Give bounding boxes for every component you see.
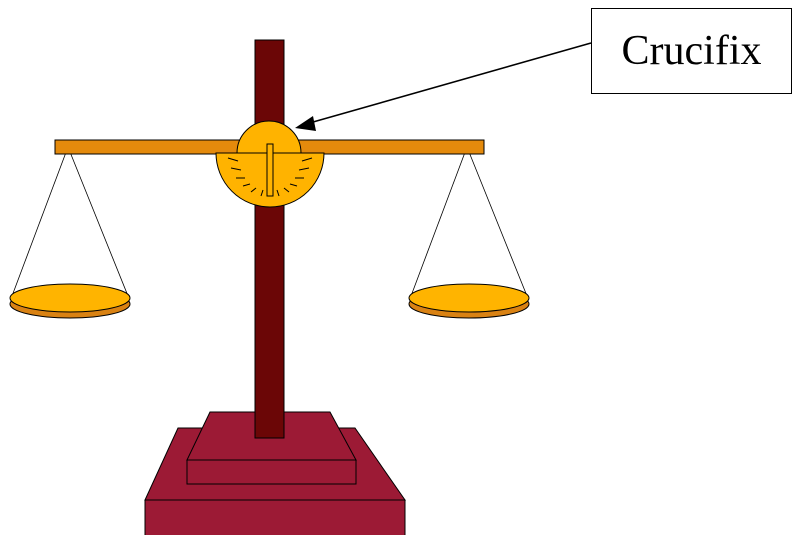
dial-needle (267, 144, 273, 196)
base-lower-front (145, 500, 405, 535)
scale-post (255, 40, 284, 438)
right-pan (409, 284, 529, 318)
callout-arrow (295, 43, 591, 131)
right-pan-strings (411, 147, 527, 296)
left-pan (10, 284, 130, 318)
callout-label: Crucifix (622, 30, 762, 72)
base-upper-front (187, 460, 356, 484)
balance-dial (216, 144, 324, 207)
crucifix-callout: Crucifix (591, 8, 792, 94)
left-pan-strings (12, 147, 128, 296)
